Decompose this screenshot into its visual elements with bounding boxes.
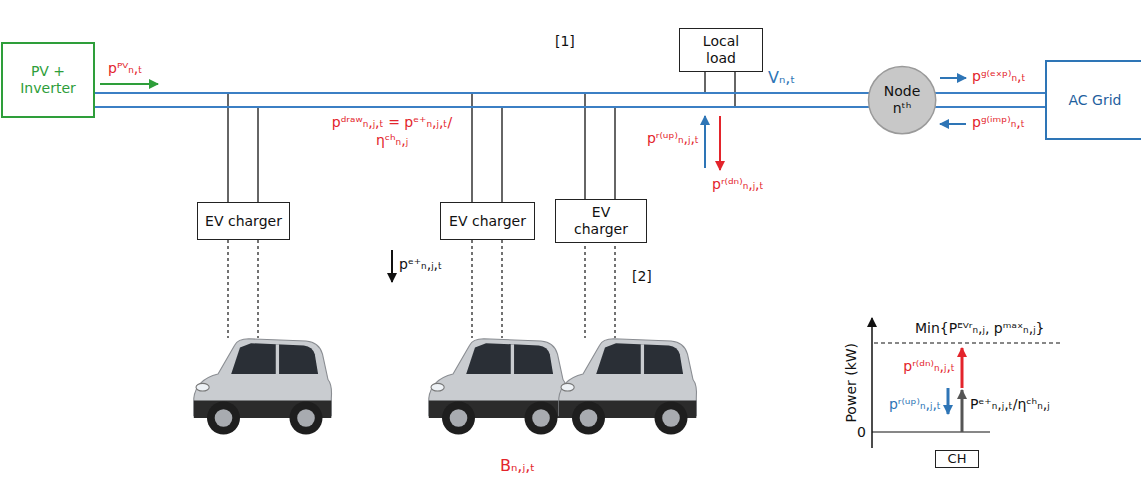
axis-tick: 0 [857, 424, 866, 442]
power-label: pᵍ⁽ⁱᵐᵖ⁾ₙ,ₜ [972, 114, 1025, 132]
node-text: AC Grid [1069, 92, 1122, 109]
power-label: pʳ⁽ᵘᵖ⁾ₙ,ⱼ,ₜ [888, 396, 942, 414]
chart-baseline [872, 431, 990, 432]
grid-box: AC Grid [1045, 60, 1141, 140]
bus-connector [935, 93, 1045, 107]
charge-arrow [391, 250, 393, 282]
export-arrow [940, 77, 966, 79]
charging-cable [257, 240, 259, 338]
charging-cable [501, 240, 503, 338]
import-arrow [940, 123, 966, 125]
power-label: pᵍ⁽ᵉˣᵖ⁾ₙ,ₜ [972, 68, 1026, 86]
node-text: CH [948, 451, 967, 467]
battery-energy-label: Bₙ,ⱼ,ₜ [500, 456, 535, 476]
callout-number: [2] [632, 268, 652, 286]
tap-wire [257, 107, 259, 202]
power-label: pʳ⁽ᵘᵖ⁾ₙ,ⱼ,ₜ [647, 130, 699, 148]
reserve-up-bar [947, 388, 950, 414]
charging-cable [614, 240, 616, 338]
axis-label: Power (kW) [843, 343, 861, 423]
tap-wire [501, 107, 503, 202]
charger-box: EV charger [555, 199, 647, 243]
bus-line [95, 106, 869, 108]
car-illustration [559, 339, 697, 435]
power-label: pʳ⁽ᵈⁿ⁾ₙ,ⱼ,ₜ [712, 176, 764, 194]
tap-wire [734, 68, 736, 107]
pv-flow-arrow [100, 83, 158, 85]
bus-node-circle: Node nᵗʰ [867, 65, 937, 135]
charge-bar [961, 390, 964, 432]
power-label: Pᵉ⁺ₙ,ⱼ,ₜ/ηᶜʰₙ,ⱼ [970, 396, 1050, 414]
power-label: pʳ⁽ᵈⁿ⁾ₙ,ⱼ,ₜ [902, 358, 956, 376]
chart-axis [871, 318, 873, 448]
bus-node-circle [868, 66, 935, 133]
tap-wire [227, 93, 229, 202]
node-text: Node nᵗʰ [877, 83, 927, 117]
callout-number: [1] [555, 33, 575, 51]
power-label: pᵉ⁺ₙ,ⱼ,ₜ [399, 256, 442, 274]
node-text: EV charger [449, 213, 526, 230]
power-label: pᴾⱽₙ,ₜ [108, 60, 142, 78]
node-text: Local load [687, 33, 755, 67]
voltage-label: Vₙ,ₜ [768, 68, 795, 88]
bus-connector [95, 93, 869, 107]
reserve-up-arrow [704, 116, 706, 168]
formula-label: pᵈʳᵃʷₙ,ⱼ,ₜ = pᵉ⁺ₙ,ⱼ,ₜ/ηᶜʰₙ,ⱼ [322, 114, 462, 149]
load-box: Local load [679, 28, 763, 72]
node-text: EV charger [205, 213, 282, 230]
bus-line [95, 92, 869, 94]
tap-wire [471, 93, 473, 202]
pv-inverter-box: PV + Inverter [1, 42, 95, 118]
mode-box: CH [935, 450, 979, 468]
car-illustration [194, 339, 332, 435]
car-illustration [429, 339, 567, 435]
bus-line [935, 106, 1045, 108]
node-text: PV + Inverter [9, 63, 87, 97]
tap-wire [584, 93, 586, 202]
node-text: EV charger [563, 204, 639, 238]
tap-wire [614, 107, 616, 202]
charger-box: EV charger [197, 202, 290, 240]
charging-cable [584, 240, 586, 338]
reserve-down-bar [961, 348, 964, 388]
charging-cable [227, 240, 229, 338]
bus-line [935, 92, 1045, 94]
charger-box: EV charger [440, 202, 535, 240]
charging-cable [471, 240, 473, 338]
reserve-down-arrow [719, 116, 721, 170]
limit-line [874, 342, 1060, 343]
limit-label: Min{Pᴱⱽʳₙ,ⱼ, pᵐᵃˣₙ,ⱼ} [915, 320, 1044, 338]
